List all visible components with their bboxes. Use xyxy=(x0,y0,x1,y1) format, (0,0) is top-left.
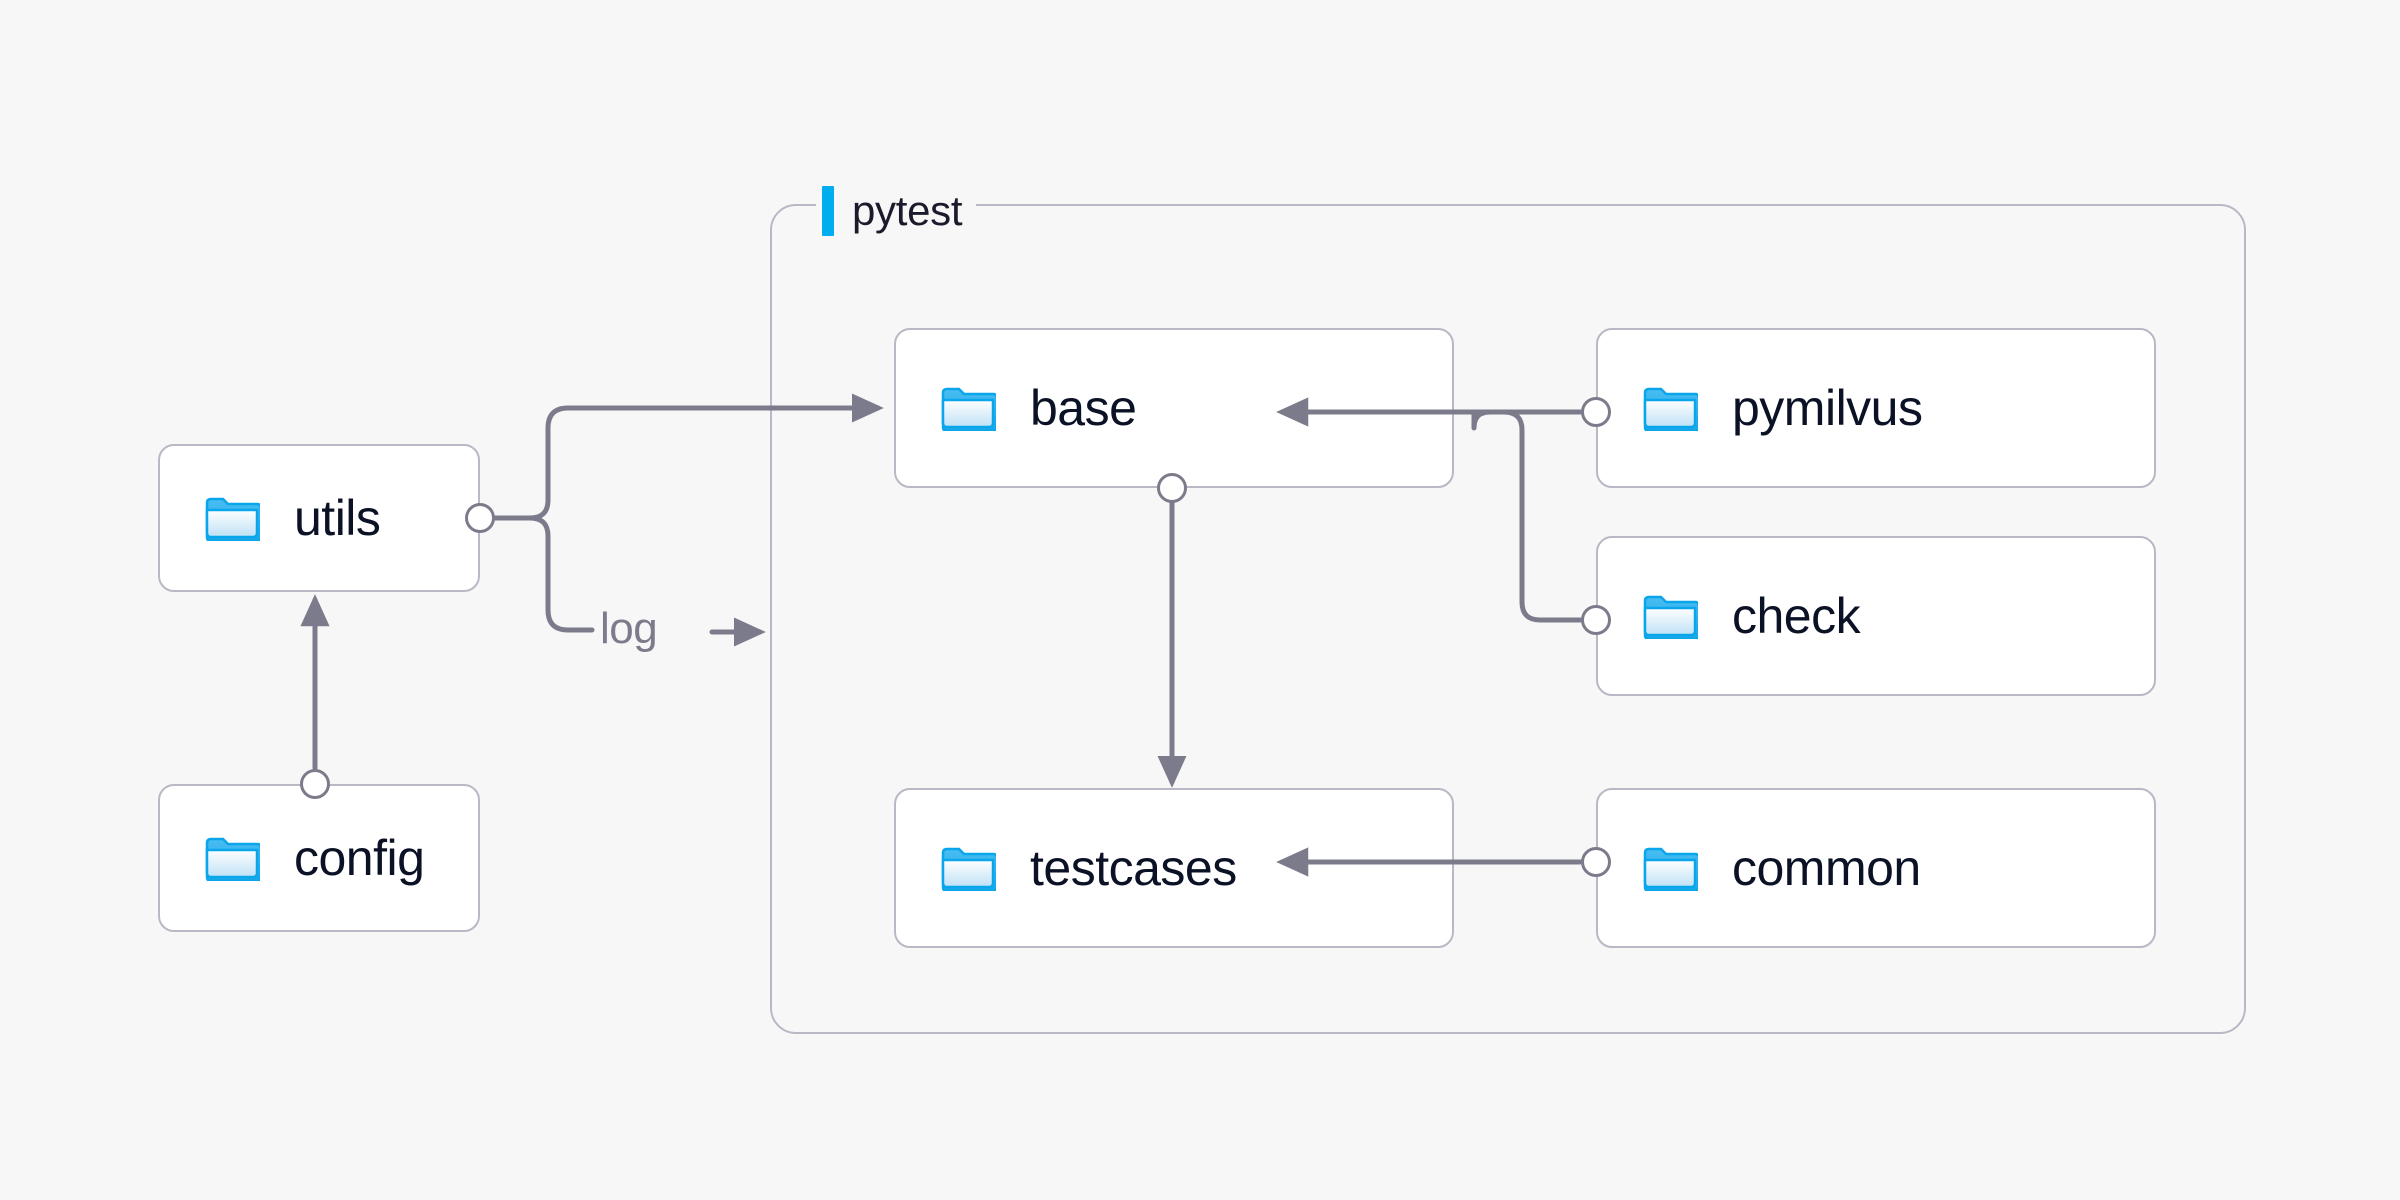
node-config[interactable]: config xyxy=(158,784,480,932)
folder-icon xyxy=(1643,847,1698,891)
node-pymilvus[interactable]: pymilvus xyxy=(1596,328,2156,488)
node-label-testcases: testcases xyxy=(1030,840,1237,896)
handle-base-bottom[interactable] xyxy=(1157,473,1187,503)
folder-icon xyxy=(941,847,996,891)
handle-pymilvus-left[interactable] xyxy=(1581,397,1611,427)
folder-icon xyxy=(205,497,260,541)
handle-utils-right[interactable] xyxy=(465,503,495,533)
group-pytest-label: pytest xyxy=(816,184,977,238)
node-label-check: check xyxy=(1732,588,1861,644)
handle-config-top[interactable] xyxy=(300,769,330,799)
accent-bar-icon xyxy=(822,186,834,236)
folder-icon xyxy=(941,387,996,431)
edge-check-base xyxy=(1471,409,1583,623)
folder-icon xyxy=(205,837,260,881)
node-common[interactable]: common xyxy=(1596,788,2156,948)
folder-icon xyxy=(1643,387,1698,431)
node-base[interactable]: base xyxy=(894,328,1454,488)
edge-utils-log xyxy=(527,515,595,633)
group-title: pytest xyxy=(852,187,963,234)
edge-pymilvus-base xyxy=(1276,397,1583,431)
node-label-config: config xyxy=(294,830,425,886)
node-testcases[interactable]: testcases xyxy=(894,788,1454,948)
node-label-common: common xyxy=(1732,840,1921,896)
node-label-pymilvus: pymilvus xyxy=(1732,380,1923,436)
group-pytest[interactable] xyxy=(770,204,2246,1034)
node-label-utils: utils xyxy=(294,490,381,546)
handle-common-left[interactable] xyxy=(1581,847,1611,877)
edge-utils-base xyxy=(527,393,884,521)
node-check[interactable]: check xyxy=(1596,536,2156,696)
handle-check-left[interactable] xyxy=(1581,605,1611,635)
node-label-base: base xyxy=(1030,380,1137,436)
folder-icon xyxy=(1643,595,1698,639)
edge-label-log: log xyxy=(600,604,658,653)
